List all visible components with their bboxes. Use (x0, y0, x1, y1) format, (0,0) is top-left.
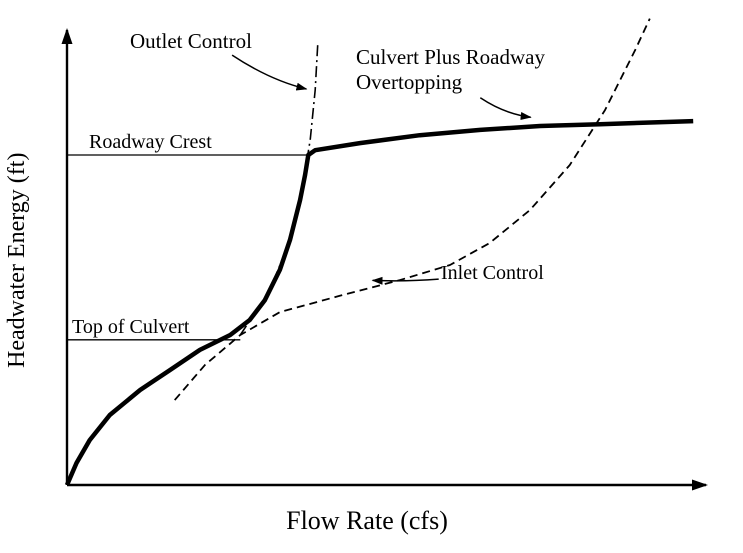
annotation-culvert-line2: Overtopping (356, 70, 463, 94)
annotation-outlet-control: Outlet Control (130, 29, 252, 53)
y-axis-label: Headwater Energy (ft) (4, 152, 30, 368)
annotation-culvert-line1: Culvert Plus Roadway (356, 45, 545, 69)
x-axis-label: Flow Rate (cfs) (286, 506, 448, 535)
annotation-culvert-plus-roadway-overtopping: Culvert Plus Roadway Overtopping (356, 45, 545, 95)
label-roadway-crest: Roadway Crest (89, 131, 212, 153)
annotation-inlet-control: Inlet Control (441, 262, 544, 284)
label-top-of-culvert: Top of Culvert (72, 316, 190, 338)
